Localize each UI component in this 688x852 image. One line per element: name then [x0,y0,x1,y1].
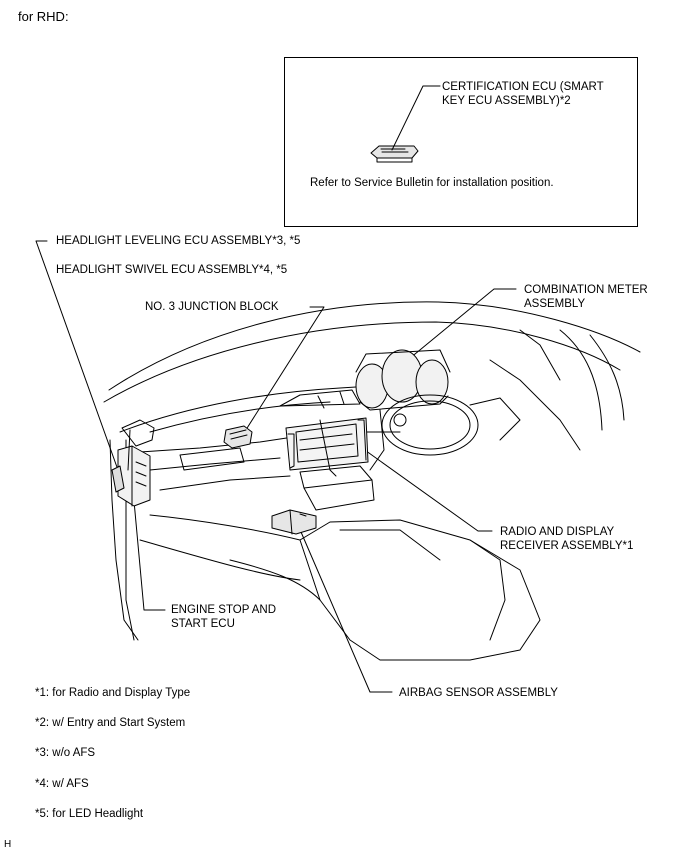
radio-receiver-label-line2: RECEIVER ASSEMBLY*1 [500,540,634,552]
airbag-sensor-label: AIRBAG SENSOR ASSEMBLY [399,687,558,699]
footnote-5: *5: for LED Headlight [35,808,144,820]
headlight-ecu-leader [35,240,119,471]
steering-wheel-drawing [369,394,521,471]
engine-stop-ecu-label-line2: START ECU [171,618,235,630]
headlight-leveling-ecu-label: HEADLIGHT LEVELING ECU ASSEMBLY*3, *5 [56,235,301,247]
footnote-3: *3: w/o AFS [35,747,96,759]
headlight-swivel-ecu-label: HEADLIGHT SWIVEL ECU ASSEMBLY*4, *5 [56,264,288,276]
certification-ecu-label-line1: CERTIFICATION ECU (SMART [442,81,604,93]
junction-block-leader [241,306,325,437]
junction-block-drawing [223,425,253,449]
floor-console [299,519,541,661]
combination-meter-label-line2: ASSEMBLY [524,298,586,310]
junction-block-label: NO. 3 JUNCTION BLOCK [145,301,279,313]
footnote-2: *2: w/ Entry and Start System [35,717,186,729]
installation-note: Refer to Service Bulletin for installati… [310,177,554,189]
airbag-sensor-leader [297,524,393,693]
figure-id: H [4,839,12,850]
page-title: for RHD: [18,9,69,24]
certification-ecu-label-line2: KEY ECU ASSEMBLY)*2 [442,95,571,107]
headlight-ecu-drawing [111,445,151,507]
engine-stop-ecu-leader [132,489,166,611]
radio-receiver-drawing [285,417,369,471]
dashboard-top [119,385,373,433]
combination-meter-leader [397,288,517,369]
engine-stop-ecu-label-line1: ENGINE STOP AND [171,604,277,616]
combination-meter-drawing [355,349,451,411]
inset-box [284,57,638,227]
radio-receiver-leader [361,447,493,532]
footnote-1: *1: for Radio and Display Type [35,687,191,699]
combination-meter-label-line1: COMBINATION METER [524,284,648,296]
radio-receiver-label-line1: RADIO AND DISPLAY [500,526,615,538]
footnote-4: *4: w/ AFS [35,778,89,790]
certification-ecu-drawing [370,145,419,163]
certification-ecu-leader [391,85,441,151]
airbag-sensor-drawing [271,509,317,535]
windshield-outline [108,301,641,391]
